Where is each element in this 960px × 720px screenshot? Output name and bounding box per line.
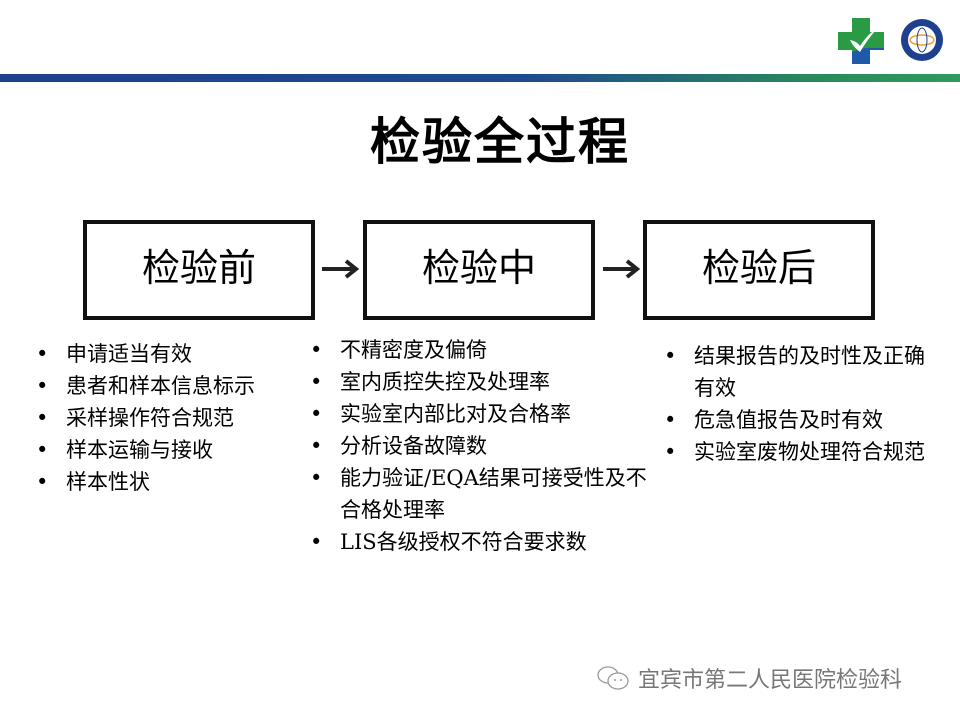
stage-box-pre: 检验前 bbox=[83, 220, 315, 320]
header-divider bbox=[0, 74, 960, 82]
arrow-right-icon bbox=[603, 259, 641, 279]
list-item: 不精密度及偏倚 bbox=[310, 334, 650, 366]
watermark-text: 宜宾市第二人民医院检验科 bbox=[638, 668, 903, 693]
list-item: 分析设备故障数 bbox=[310, 430, 650, 462]
list-item: 实验室内部比对及合格率 bbox=[310, 398, 650, 430]
list-item: 实验室废物处理符合规范 bbox=[664, 436, 939, 468]
list-item: 危急值报告及时有效 bbox=[664, 404, 939, 436]
university-seal-icon bbox=[901, 19, 943, 61]
hospital-logo-icon bbox=[838, 18, 884, 64]
list-item: 患者和样本信息标示 bbox=[36, 370, 296, 402]
analytical-list: 不精密度及偏倚 室内质控失控及处理率 实验室内部比对及合格率 分析设备故障数 能… bbox=[310, 334, 650, 558]
pre-analytical-list: 申请适当有效 患者和样本信息标示 采样操作符合规范 样本运输与接收 样本性状 bbox=[36, 338, 296, 498]
post-analytical-list: 结果报告的及时性及正确有效 危急值报告及时有效 实验室废物处理符合规范 bbox=[664, 340, 939, 468]
stage-box-post: 检验后 bbox=[643, 220, 875, 320]
list-item: 申请适当有效 bbox=[36, 338, 296, 370]
arrow-right-icon bbox=[322, 259, 360, 279]
list-item: LIS各级授权不符合要求数 bbox=[310, 526, 650, 558]
list-item: 采样操作符合规范 bbox=[36, 402, 296, 434]
list-item: 能力验证/EQA结果可接受性及不合格处理率 bbox=[310, 462, 650, 526]
page-title: 检验全过程 bbox=[370, 113, 630, 171]
list-item: 结果报告的及时性及正确有效 bbox=[664, 340, 939, 404]
wechat-icon bbox=[597, 666, 629, 690]
stage-box-during: 检验中 bbox=[363, 220, 595, 320]
watermark: 宜宾市第二人民医院检验科 bbox=[596, 662, 902, 694]
list-item: 样本性状 bbox=[36, 466, 296, 498]
list-item: 样本运输与接收 bbox=[36, 434, 296, 466]
list-item: 室内质控失控及处理率 bbox=[310, 366, 650, 398]
